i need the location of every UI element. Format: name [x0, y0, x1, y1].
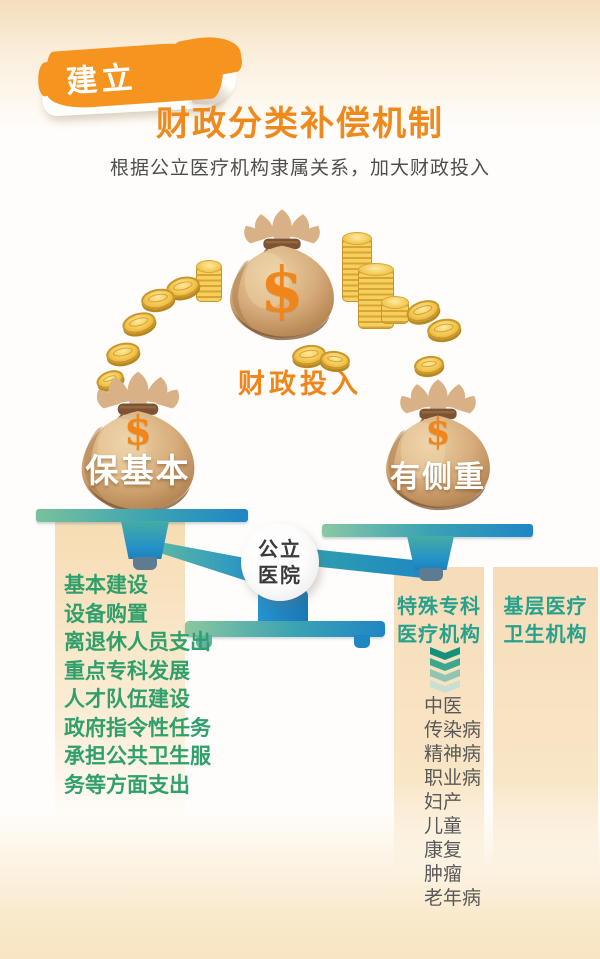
page-subtitle: 根据公立医疗机构隶属关系，加大财政投入: [109, 157, 490, 179]
scale-pan-right: [322, 524, 533, 537]
basic-medical-heading: 基层医疗 卫生机构: [493, 592, 598, 648]
list-item: 传染病: [424, 719, 482, 741]
list-item: 政府指令性任务: [64, 715, 211, 740]
scale-base-foot-left: [196, 635, 212, 648]
fulcrum-label-line2: 医院: [258, 563, 302, 587]
left-tan-column: [55, 519, 185, 819]
list-item: 务等方面支出: [64, 772, 190, 797]
specialty-list: 中医 传染病 精神病 职业病 妇产 儿童 康复 肿瘤 老年病: [424, 694, 481, 910]
fiscal-investment-label: 财政投入: [238, 369, 362, 400]
money-bag-center: $: [212, 194, 352, 358]
dollar-sign-icon: $: [124, 406, 152, 454]
money-bag-left: $ 保基本: [62, 366, 214, 522]
list-item: 重点专科发展: [64, 658, 190, 683]
list-item: 人才队伍建设: [64, 687, 190, 711]
list-item: 离退休人员支出: [64, 630, 211, 654]
list-item: 老年病: [424, 887, 482, 909]
fulcrum-label-line1: 公立: [258, 537, 302, 561]
right-bag-label: 有侧重: [390, 460, 486, 496]
coin-stack-icon: [381, 296, 409, 324]
list-item: 设备购置: [64, 601, 148, 626]
list-item: 妇产: [424, 791, 463, 813]
heading-line: 医疗机构: [397, 622, 481, 646]
list-item: 精神病: [424, 743, 482, 765]
scale-pan-left: [36, 509, 248, 522]
list-item: 中医: [424, 695, 463, 717]
right-tan-column-basic: [493, 567, 598, 872]
left-bag-label: 保基本: [85, 451, 191, 490]
chevron-down-icon: [430, 647, 460, 693]
special-specialty-heading: 特殊专科 医疗机构: [394, 592, 484, 648]
scale-pan-right-knob: [419, 568, 443, 581]
list-item: 肿瘤: [424, 863, 463, 885]
page-title: 财政分类补偿机制: [156, 104, 444, 144]
dollar-sign-icon: $: [260, 253, 304, 327]
scale-pan-right-stem: [407, 536, 454, 570]
list-item: 承担公共卫生服: [64, 744, 211, 768]
heading-line: 卫生机构: [503, 622, 588, 646]
scale-beam-left: [160, 542, 256, 584]
heading-line: 基层医疗: [503, 594, 588, 618]
right-tan-column-special: [394, 567, 484, 872]
scale-pan-left-knob: [133, 557, 157, 570]
fulcrum-circle: 公立 医院: [241, 523, 319, 601]
scale-beam-right: [302, 548, 432, 579]
list-item: 儿童: [424, 815, 463, 837]
dollar-sign-icon: $: [425, 411, 451, 454]
scale-base: [185, 621, 385, 637]
heading-line: 特殊专科: [397, 594, 481, 618]
list-item: 职业病: [424, 767, 482, 789]
scale-base-foot-right: [354, 635, 370, 648]
list-item: 康复: [424, 839, 463, 861]
scale-pan-left-stem: [121, 521, 169, 559]
money-bag-right: $ 有侧重: [368, 370, 508, 522]
list-item: 基本建设: [64, 573, 148, 597]
coin-stack-icon: [196, 260, 222, 302]
left-expense-list: 基本建设 设备购置 离退休人员支出 重点专科发展 人才队伍建设 政府指令性任务 …: [64, 571, 211, 799]
